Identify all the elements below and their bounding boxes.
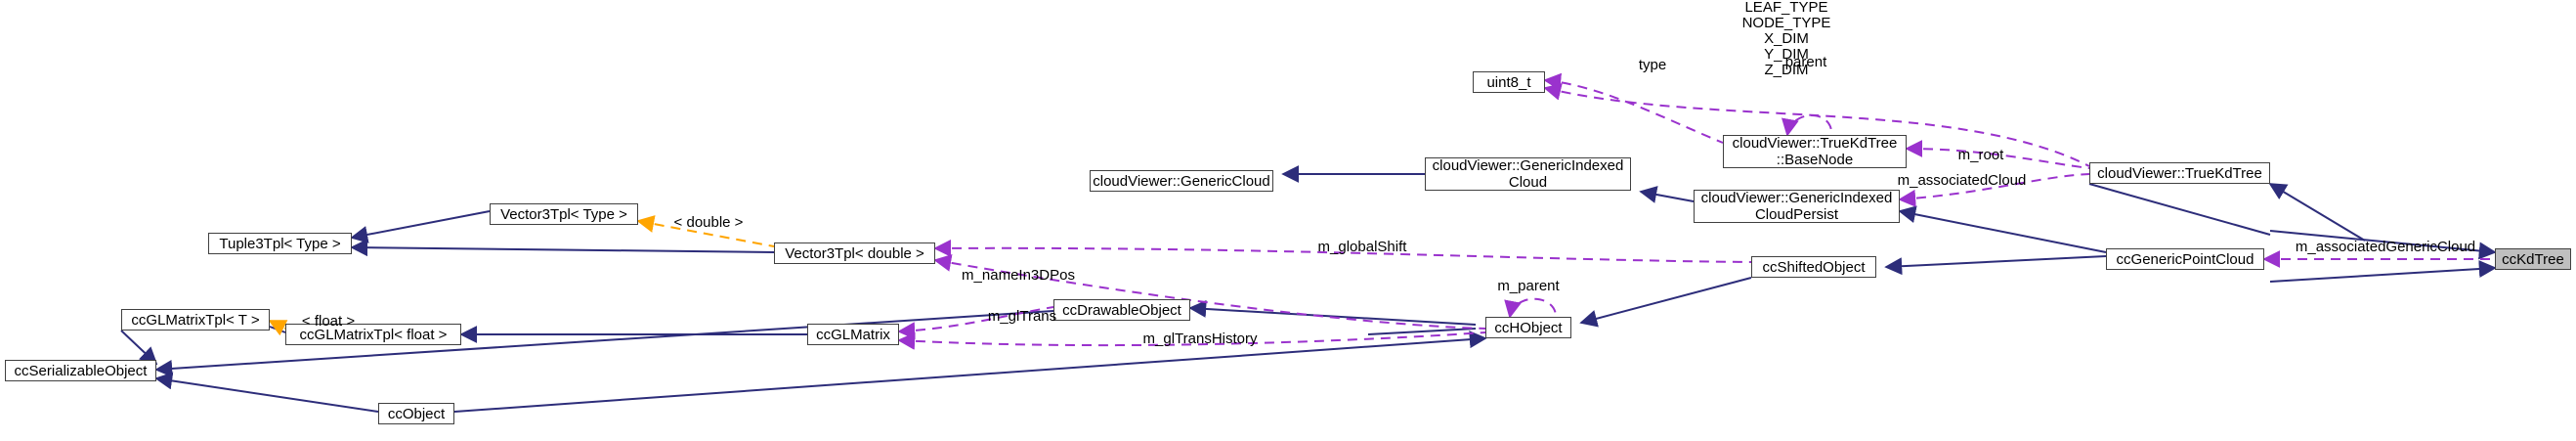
node-vector3tpl-type[interactable]: Vector3Tpl< Type > — [490, 203, 638, 225]
node-ccobject[interactable]: ccObject — [378, 403, 454, 424]
edge-label-m-associated-cloud: m_associatedCloud — [1897, 172, 2027, 189]
edge-label-type: type — [1638, 57, 1667, 73]
edge-label-m-root: m_root — [1957, 147, 2004, 163]
node-ccshiftedobject[interactable]: ccShiftedObject — [1751, 256, 1876, 278]
node-cloudviewer-genericcloud[interactable]: cloudViewer::GenericCloud — [1090, 170, 1273, 192]
edge-label-m-gltrans: m_glTrans — [987, 308, 1057, 325]
node-ccserializableobject[interactable]: ccSerializableObject — [5, 360, 156, 381]
node-cckdtree[interactable]: ccKdTree — [2495, 248, 2571, 270]
node-cloudviewer-truekdtree[interactable]: cloudViewer::TrueKdTree — [2089, 162, 2270, 184]
edge-label-m-globalshift: m_globalShift — [1317, 239, 1407, 255]
node-cloudviewer-genericindexedcloud[interactable]: cloudViewer::GenericIndexed Cloud — [1425, 157, 1631, 191]
usage-edges — [897, 72, 2495, 350]
node-ccgenericpointcloud[interactable]: ccGenericPointCloud — [2106, 248, 2264, 270]
edge-label-parent: parent — [1784, 54, 1827, 70]
node-uint8-t[interactable]: uint8_t — [1473, 71, 1545, 93]
edge-label-template-params: LEAF_TYPE NODE_TYPE X_DIM Y_DIM Z_DIM — [1741, 0, 1831, 78]
node-cloudviewer-genericindexedcloudpersist[interactable]: cloudViewer::GenericIndexed CloudPersist — [1694, 190, 1900, 223]
node-cchobject[interactable]: ccHObject — [1485, 317, 1571, 338]
edge-label-float-template: < float > — [301, 313, 356, 330]
node-ccdrawableobject[interactable]: ccDrawableObject — [1053, 299, 1190, 321]
inheritance-edges — [120, 165, 2497, 413]
template-instantiation-edges — [268, 215, 775, 336]
edge-label-m-gltranshistory: m_glTransHistory — [1142, 331, 1258, 347]
node-cloudviewer-truekdtree-basenode[interactable]: cloudViewer::TrueKdTree ::BaseNode — [1723, 135, 1907, 168]
node-ccglmatrix[interactable]: ccGLMatrix — [807, 324, 899, 345]
edge-label-m-associated-genericcloud: m_associatedGenericCloud — [2295, 239, 2476, 255]
node-ccglmatrixtpl-t[interactable]: ccGLMatrixTpl< T > — [121, 309, 270, 331]
node-vector3tpl-double[interactable]: Vector3Tpl< double > — [774, 243, 935, 264]
edge-label-m-namein3dpos: m_nameIn3DPos — [962, 267, 1075, 284]
node-tuple3tpl-type[interactable]: Tuple3Tpl< Type > — [208, 233, 352, 254]
edge-label-double-template: < double > — [673, 214, 744, 231]
edge-label-m-parent: m_parent — [1497, 278, 1560, 294]
